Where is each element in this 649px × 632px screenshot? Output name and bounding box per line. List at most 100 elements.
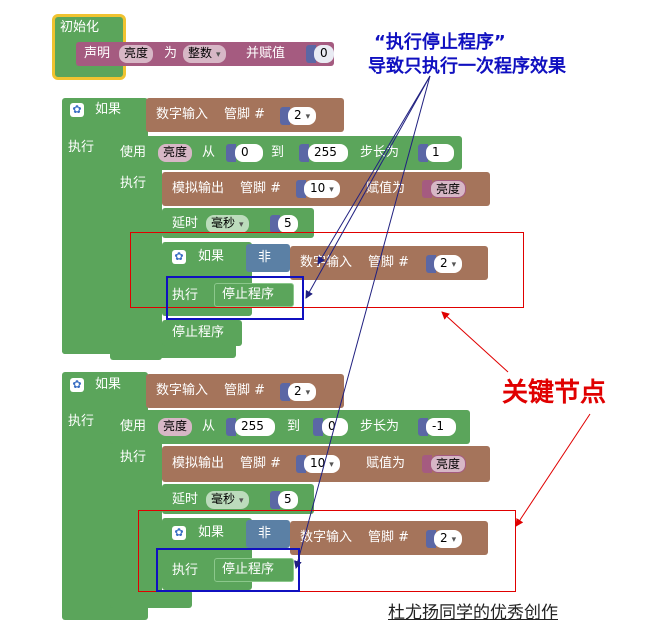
note-line-1: “执行停止程序”: [374, 32, 506, 53]
type-value: 整数: [188, 46, 213, 60]
chevron-down-icon: ▾: [305, 112, 311, 122]
analog-pin-value-2: 10: [310, 456, 326, 470]
pin-dropdown-2[interactable]: 2▾: [288, 383, 317, 401]
analog-out-label-2: 模拟输出: [172, 456, 225, 471]
delay-socket-2: [270, 491, 280, 509]
delay-label-2: 延时: [172, 492, 199, 507]
nested-if-label-1: 如果: [198, 249, 225, 264]
do-label-1: 执行: [68, 140, 95, 155]
pin-dropdown-1[interactable]: 2▾: [288, 107, 317, 125]
nested-if-label-2: 如果: [198, 525, 225, 540]
if-label-2: 如果: [95, 377, 122, 392]
delay-field-2[interactable]: 5: [278, 491, 298, 509]
delay-unit-dropdown-1[interactable]: 毫秒▾: [206, 215, 249, 233]
step-label-2: 步长为: [360, 419, 400, 434]
pin-socket-2: [280, 383, 290, 401]
digital-input-label-1: 数字输入: [156, 107, 209, 122]
delay-field-1[interactable]: 5: [278, 215, 298, 233]
do-label-2: 执行: [68, 414, 95, 429]
not-block-2[interactable]: [246, 520, 290, 548]
chevron-down-icon: ▾: [329, 460, 334, 470]
nested-do-label-1: 执行: [172, 288, 199, 303]
nested-do-label-2: 执行: [172, 563, 199, 578]
step-field-2[interactable]: -1: [426, 418, 456, 436]
analog-pin-dropdown-1[interactable]: 10▾: [304, 180, 340, 198]
chevron-down-icon: ▾: [451, 260, 457, 270]
declare-label: 声明: [84, 46, 111, 61]
start-socket-2: [226, 418, 236, 436]
delay-socket-1: [270, 215, 280, 233]
type-dropdown[interactable]: 整数▾: [183, 45, 226, 63]
from-label-2: 从: [202, 419, 216, 434]
to-label-1: 到: [271, 145, 285, 160]
for-var-2[interactable]: 亮度: [158, 418, 193, 436]
nested-pin-dropdown-2[interactable]: 2▾: [434, 530, 463, 548]
inner-do-label-1: 执行: [120, 176, 147, 191]
from-label-1: 从: [202, 145, 216, 160]
analog-pin-label-2: 管脚 #: [240, 456, 282, 471]
stop-label-2: 停止程序: [222, 562, 275, 577]
stop-block-outer-1[interactable]: [162, 320, 242, 346]
assign-label: 并赋值: [246, 46, 286, 61]
highlight-blue-box-2: [156, 548, 300, 592]
nested-pin-dropdown-1[interactable]: 2▾: [434, 255, 463, 273]
analog-out-label-1: 模拟输出: [172, 181, 225, 196]
chevron-down-icon: ▾: [329, 185, 334, 195]
start-field-2[interactable]: 255: [235, 418, 275, 436]
arrow-red-to-box-2: [515, 413, 591, 527]
key-node-label: 关键节点: [502, 378, 607, 408]
credit-text: 杜尤扬同学的优秀创作: [388, 603, 558, 623]
assign-value-label-1: 赋值为: [366, 181, 406, 196]
not-label-2: 非: [258, 526, 272, 541]
pin-value-2: 2: [294, 384, 302, 398]
analog-pin-value-1: 10: [310, 181, 326, 195]
end-field-2[interactable]: 0: [322, 418, 348, 436]
init-value-field[interactable]: 0: [314, 45, 334, 63]
nested-pin-value-1: 2: [440, 256, 448, 270]
gear-icon[interactable]: ✿: [172, 526, 186, 540]
digital-input-label-2: 数字输入: [156, 383, 209, 398]
not-label-1: 非: [258, 250, 272, 265]
for-block-2-footer: [110, 590, 192, 608]
delay-unit-2: 毫秒: [211, 492, 236, 506]
for-use-label-2: 使用: [120, 419, 147, 434]
declare-var-name[interactable]: 亮度: [119, 45, 154, 63]
analog-pin-label-1: 管脚 #: [240, 181, 282, 196]
pin-socket-1: [280, 107, 290, 125]
for-use-label-1: 使用: [120, 145, 147, 160]
gear-icon[interactable]: ✿: [70, 103, 84, 117]
pin-value-1: 2: [294, 108, 302, 122]
nested-pin-value-2: 2: [440, 531, 448, 545]
for-block-1[interactable]: [110, 136, 162, 360]
gear-icon[interactable]: ✿: [70, 378, 84, 392]
value-socket: [306, 45, 316, 63]
step-label-1: 步长为: [360, 145, 400, 160]
stop-outer-label-1: 停止程序: [172, 325, 225, 340]
pin-label-1: 管脚 #: [224, 107, 266, 122]
delay-unit-1: 毫秒: [211, 216, 236, 230]
start-field-1[interactable]: 0: [235, 144, 263, 162]
delay-label-1: 延时: [172, 216, 199, 231]
analog-var-1[interactable]: 亮度: [430, 180, 467, 198]
stop-block-1[interactable]: [214, 283, 294, 307]
end-field-1[interactable]: 255: [308, 144, 348, 162]
step-field-1[interactable]: 1: [426, 144, 454, 162]
nested-pin-socket-2: [426, 530, 436, 548]
inner-do-label-2: 执行: [120, 450, 147, 465]
not-block-1[interactable]: [246, 244, 290, 272]
if-label-1: 如果: [95, 102, 122, 117]
stop-label-1: 停止程序: [222, 287, 275, 302]
nested-pin-socket-1: [426, 255, 436, 273]
chevron-down-icon: ▾: [239, 220, 244, 230]
delay-unit-dropdown-2[interactable]: 毫秒▾: [206, 491, 249, 509]
chevron-down-icon: ▾: [239, 496, 244, 506]
assign-value-label-2: 赋值为: [366, 456, 406, 471]
stop-block-2[interactable]: [214, 558, 294, 582]
for-var-1[interactable]: 亮度: [158, 144, 193, 162]
analog-var-2[interactable]: 亮度: [430, 455, 467, 473]
chevron-down-icon: ▾: [305, 388, 311, 398]
gear-icon[interactable]: ✿: [172, 250, 186, 264]
analog-pin-dropdown-2[interactable]: 10▾: [304, 455, 340, 473]
arrow-red-to-box-1: [441, 311, 509, 373]
as-label: 为: [164, 46, 178, 61]
